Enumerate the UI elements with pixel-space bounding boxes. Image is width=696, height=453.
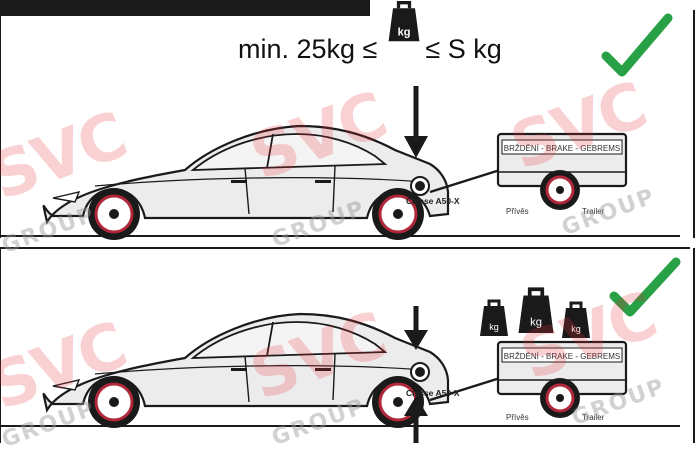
header-bar	[0, 0, 370, 16]
down-arrow-icon	[404, 86, 428, 158]
formula-right: ≤ S kg	[425, 34, 501, 64]
trailer-tag-right: Trailer	[582, 413, 605, 422]
check-icon	[606, 18, 668, 72]
weight-icon: kg	[562, 303, 590, 338]
trailer: BRŽDĚNÍ - BRAKE - GEBREMS Přívěs Trailer	[430, 342, 626, 422]
car	[44, 126, 448, 240]
bottom-panel: kg kg kg BRŽDĚNÍ - BRAKE - GEBREMS Přívě…	[0, 248, 694, 443]
hitch-label: Classe A50-X	[406, 388, 460, 398]
trailer-label: BRŽDĚNÍ - BRAKE - GEBREMS	[504, 144, 620, 153]
tow-ball	[411, 363, 429, 381]
trailer-label: BRŽDĚNÍ - BRAKE - GEBREMS	[504, 352, 620, 361]
formula-left: min. 25kg ≤	[238, 34, 377, 64]
towing-diagram: kg BRŽDĚNÍ - BRAKE - GEBREMS Přívěs Trai…	[0, 0, 696, 443]
trailer-tag-left: Přívěs	[506, 207, 529, 216]
weight-label: kg	[530, 317, 542, 329]
weight-formula: min. 25kg ≤ ≤ S kg	[238, 34, 502, 65]
trailer-tag-left: Přívěs	[506, 413, 529, 422]
car	[44, 314, 448, 428]
trailer-tag-right: Trailer	[582, 207, 605, 216]
hitch-label: Classe A50-X	[406, 196, 460, 206]
check-icon	[614, 262, 676, 312]
tow-ball	[411, 177, 429, 195]
weight-icon: kg	[480, 301, 508, 336]
weight-label: kg	[571, 324, 581, 334]
weight-icon: kg	[519, 289, 554, 333]
weight-label: kg	[489, 322, 499, 332]
